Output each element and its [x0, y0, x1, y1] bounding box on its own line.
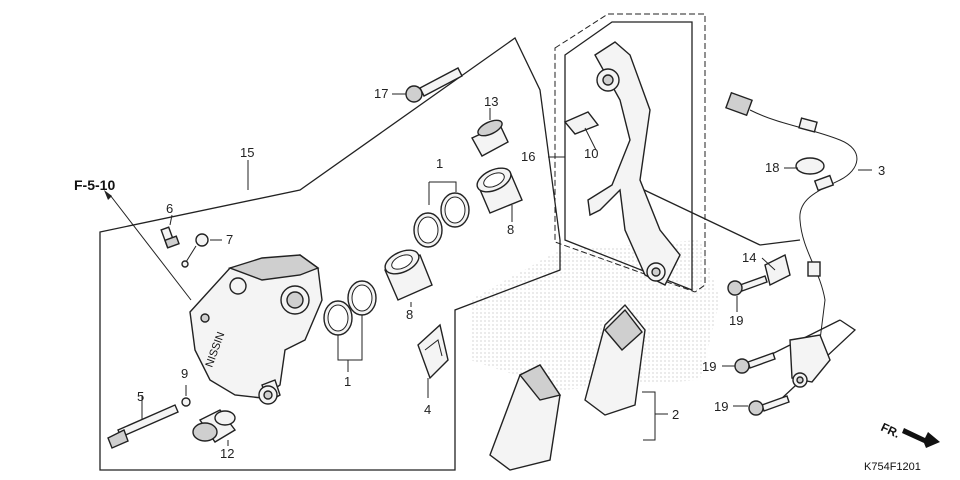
direction-label: FR. — [879, 420, 902, 441]
callout-1-lower: 1 — [344, 374, 351, 389]
piston-lower — [384, 249, 433, 301]
caliper-bracket — [587, 41, 681, 286]
callout-7: 7 — [226, 232, 233, 247]
washer — [181, 397, 191, 407]
sensor-wire-harness — [725, 91, 858, 341]
wire-clamp — [795, 157, 825, 175]
assembly-outline-15 — [99, 37, 561, 471]
sensor-group-outline — [639, 187, 857, 401]
callout-1-upper: 1 — [436, 156, 443, 171]
front-direction-arrow — [902, 428, 940, 448]
bleeder-cap — [181, 233, 209, 268]
callout-9: 9 — [181, 366, 188, 381]
pin-bolt — [192, 409, 237, 443]
bracket-outline-16-inner — [564, 21, 693, 291]
brake-pad-left — [489, 364, 562, 471]
sensor-bolt-b — [734, 352, 776, 374]
callout-16: 16 — [521, 149, 535, 164]
bracket-bolt — [405, 67, 463, 103]
callout-14: 14 — [742, 250, 756, 265]
callout-4: 4 — [424, 402, 431, 417]
wire-guide — [764, 253, 791, 287]
callout-12: 12 — [220, 446, 234, 461]
callout-18: 18 — [765, 160, 779, 175]
dust-boot — [471, 119, 509, 157]
sensor-bolt-a — [727, 275, 768, 296]
callout-19-middle: 19 — [702, 359, 716, 374]
callout-15: 15 — [240, 145, 254, 160]
callout-19-bottom: 19 — [714, 399, 728, 414]
callout-13: 13 — [484, 94, 498, 109]
pad-spring — [417, 323, 449, 380]
callout-8-lower: 8 — [406, 307, 413, 322]
callout-6: 6 — [166, 201, 173, 216]
callout-5: 5 — [137, 389, 144, 404]
sensor-bolt-c — [748, 395, 790, 416]
slide-pin — [107, 404, 179, 449]
brake-pad-right — [584, 303, 646, 416]
bleeder-screw — [160, 226, 180, 249]
retainer-clip — [563, 111, 600, 135]
caliper-body: NISSIN — [189, 254, 323, 405]
piston-upper — [476, 167, 523, 214]
callout-8-upper: 8 — [507, 222, 514, 237]
speed-sensor — [789, 334, 831, 388]
callout-3: 3 — [878, 163, 885, 178]
leader-lines — [109, 93, 872, 446]
callout-2: 2 — [672, 407, 679, 422]
reference-arrowhead — [104, 190, 112, 200]
reference-label: F-5-10 — [74, 177, 115, 193]
diagram-code: K754F1201 — [864, 461, 921, 473]
callout-10: 10 — [584, 146, 598, 161]
callout-17: 17 — [374, 86, 388, 101]
callout-19-top: 19 — [729, 313, 743, 328]
